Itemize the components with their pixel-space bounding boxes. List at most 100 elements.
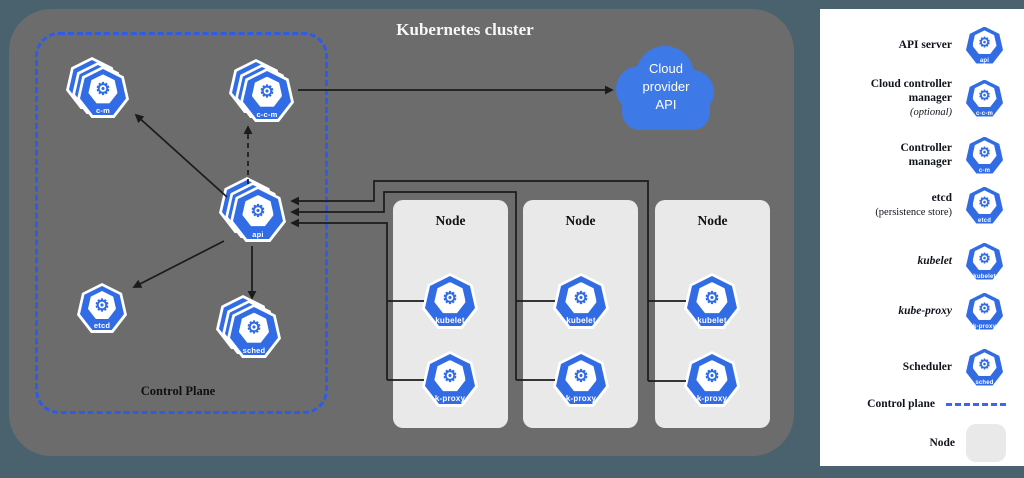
node2-kproxy: ⚙ k-proxy <box>553 351 609 407</box>
icon-label: c-m <box>978 167 991 174</box>
legend-row-etcd: etcd (persistence store) ⚙ etcd <box>820 182 1006 228</box>
legend-row-kube-proxy: kube-proxy ⚙ k-proxy <box>820 288 1006 334</box>
icon-label: sched <box>975 379 994 386</box>
arrow-api-to-cm <box>134 113 228 198</box>
component-api-server: ⚙ api <box>219 177 286 242</box>
component-label: kubelet <box>697 316 727 325</box>
legend-icon-cm: ⚙ c-m <box>963 133 1006 177</box>
legend-icon-ccm: ⚙ c-c-m <box>963 76 1006 120</box>
heptagon: ⚙ k-proxy <box>963 289 1006 333</box>
control-plane-label: Control Plane <box>140 384 216 398</box>
gear-icon: ⚙ <box>251 76 283 107</box>
heptagon: ⚙ k-proxy <box>684 351 740 407</box>
icon-label: c-c-m <box>975 110 993 117</box>
heptagon: ⚙ etcd <box>77 283 127 333</box>
node1-kubelet: ⚙ kubelet <box>422 273 478 329</box>
gear-icon: ⚙ <box>696 359 728 392</box>
legend-label-group: etcd (persistence store) <box>834 191 952 220</box>
heptagon: ⚙ c-c-m <box>963 76 1006 120</box>
heptagon: ⚙ kubelet <box>422 273 478 329</box>
node1-kproxy: ⚙ k-proxy <box>422 351 478 407</box>
node2-kubelet: ⚙ kubelet <box>553 273 609 329</box>
legend-label: Scheduler <box>902 361 952 373</box>
gear-icon: ⚙ <box>565 359 597 392</box>
gear-icon: ⚙ <box>238 312 270 343</box>
legend-row-node: Node <box>820 420 1006 466</box>
component-etcd: ⚙ etcd <box>77 283 127 333</box>
cluster-title: Kubernetes cluster <box>396 20 534 39</box>
component-label: kubelet <box>435 316 465 325</box>
component-label: k-proxy <box>434 394 466 403</box>
legend-label: Controller manager <box>900 142 952 168</box>
icon-label: k-proxy <box>972 323 997 330</box>
legend-note: (optional) <box>910 106 952 118</box>
node-title: Node <box>435 213 466 228</box>
heptagon: ⚙ k-proxy <box>553 351 609 407</box>
legend-label: kubelet <box>917 255 953 267</box>
legend-label: API server <box>898 39 952 51</box>
heptagon: ⚙ c-m <box>963 133 1006 177</box>
legend-label: Node <box>929 437 955 449</box>
gear-icon: ⚙ <box>972 352 997 377</box>
heptagon: ⚙ api <box>963 23 1006 67</box>
component-label: kubelet <box>566 316 596 325</box>
legend-icon-sched: ⚙ sched <box>963 345 1006 389</box>
legend-row-control-plane: Control plane <box>820 393 1006 415</box>
gear-icon: ⚙ <box>88 291 116 319</box>
legend-row-kubelet: kubelet ⚙ kubelet <box>820 238 1006 284</box>
icon-label: etcd <box>977 217 992 224</box>
legend-icon-etcd: ⚙ etcd <box>963 183 1006 227</box>
heptagon: ⚙ kubelet <box>553 273 609 329</box>
cloud-provider-api-label: Cloud provider API <box>616 60 716 114</box>
node3-kubelet: ⚙ kubelet <box>684 273 740 329</box>
cloud-line-2: provider <box>642 79 690 94</box>
heptagon: ⚙ kubelet <box>963 239 1006 283</box>
gear-icon: ⚙ <box>434 359 466 392</box>
arrow-api-to-etcd <box>132 240 225 288</box>
cloud-line-1: Cloud <box>649 61 683 76</box>
legend-row-scheduler: Scheduler ⚙ sched <box>820 344 1006 390</box>
cloud-line-3: API <box>655 97 677 112</box>
component-label: etcd <box>93 321 111 330</box>
legend-label: etcd <box>931 191 952 204</box>
bus-node2-to-api <box>290 191 517 380</box>
heptagon: ⚙ kubelet <box>684 273 740 329</box>
component-label: c-m <box>96 106 110 115</box>
component-label: k-proxy <box>696 394 728 403</box>
component-label: c-c-m <box>256 110 278 119</box>
icon-label: kubelet <box>973 273 996 280</box>
gear-icon: ⚙ <box>565 281 597 314</box>
component-label: sched <box>242 346 266 355</box>
legend-label-group: Cloud controller manager (optional) <box>834 77 952 120</box>
legend-note: (persistence store) <box>875 206 952 218</box>
node-swatch <box>966 424 1006 462</box>
gear-icon: ⚙ <box>242 194 274 227</box>
component-controller-manager: ⚙ c-m <box>66 57 129 118</box>
cloud-shape-icon <box>622 84 710 130</box>
gear-icon: ⚙ <box>696 281 728 314</box>
legend-row-controller-manager: Controller manager ⚙ c-m <box>820 132 1006 178</box>
component-scheduler: ⚙ sched <box>216 295 281 358</box>
legend-row-api-server: API server ⚙ api <box>820 22 1006 68</box>
component-label: api <box>252 230 264 239</box>
icon-label: api <box>979 57 990 64</box>
legend-label: kube-proxy <box>898 305 952 317</box>
bus-node3-to-api <box>290 180 649 381</box>
component-cloud-controller-manager: ⚙ c-c-m <box>229 59 294 122</box>
heptagon: ⚙ k-proxy <box>422 351 478 407</box>
legend-label: Control plane <box>867 398 935 410</box>
legend-icon-api: ⚙ api <box>963 23 1006 67</box>
control-plane-dash-swatch <box>946 402 1006 406</box>
node-title: Node <box>565 213 596 228</box>
legend-icon-kproxy: ⚙ k-proxy <box>963 289 1006 333</box>
legend-label: Cloud controller manager <box>870 77 952 104</box>
node-title: Node <box>697 213 728 228</box>
node3-kproxy: ⚙ k-proxy <box>684 351 740 407</box>
legend-row-cloud-controller-manager: Cloud controller manager (optional) ⚙ c-… <box>820 72 1006 124</box>
heptagon: ⚙ etcd <box>963 183 1006 227</box>
gear-icon: ⚙ <box>434 281 466 314</box>
bus-node1-to-api <box>290 218 388 380</box>
component-label: k-proxy <box>565 394 597 403</box>
legend-icon-kubelet: ⚙ kubelet <box>963 239 1006 283</box>
